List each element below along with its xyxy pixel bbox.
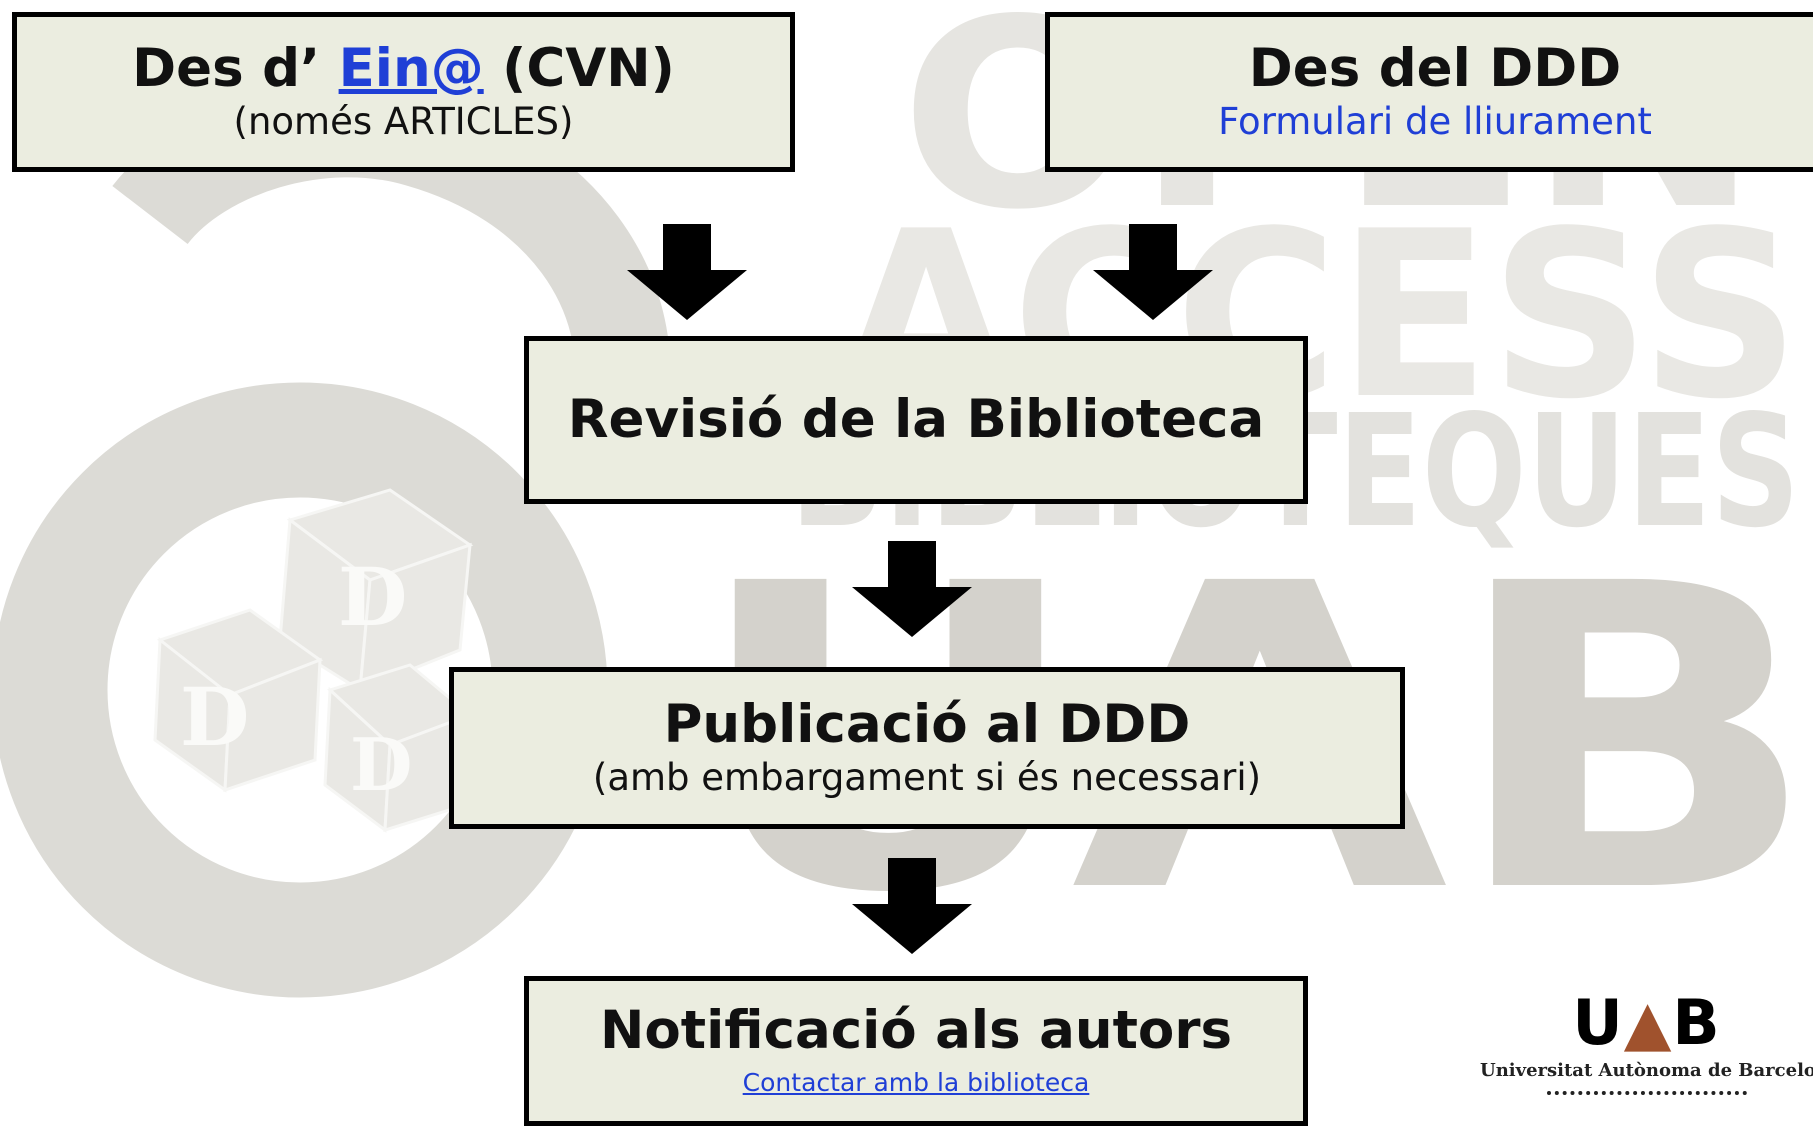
source-eina-suffix: (CVN) xyxy=(483,38,675,100)
arrow-down-icon xyxy=(627,224,747,320)
uab-university-name: Universitat Autònoma de Barcelona xyxy=(1480,1060,1813,1081)
cube-letter-left: D xyxy=(180,670,249,764)
source-eina-box: Des d’ Ein@ (CVN) (només ARTICLES) xyxy=(12,12,795,172)
arrow-down-icon xyxy=(852,858,972,954)
arrow-down-icon xyxy=(852,541,972,637)
uab-wordmark: U▲B xyxy=(1572,986,1721,1059)
library-review-title: Revisió de la Biblioteca xyxy=(567,388,1265,450)
source-eina-prefix: Des d’ xyxy=(132,38,339,100)
ddd-publication-subtitle: (amb embargament si és necessari) xyxy=(592,756,1262,800)
ddd-cubes xyxy=(153,488,474,833)
uab-a-mark-icon: ▲ xyxy=(1623,986,1673,1059)
author-notification-box: Notificació als autors Contactar amb la … xyxy=(524,976,1308,1126)
arrow-down-icon xyxy=(1093,224,1213,320)
cube-letter-right: D xyxy=(350,722,412,807)
contact-library-link[interactable]: Contactar amb la biblioteca xyxy=(742,1067,1090,1097)
source-eina-subtitle: (només ARTICLES) xyxy=(233,100,574,144)
uab-logo: U▲B Universitat Autònoma de Barcelona xyxy=(1480,992,1813,1114)
source-ddd-box: Des del DDD Formulari de lliurament xyxy=(1045,12,1813,172)
ddd-publication-box: Publicació al DDD (amb embargament si és… xyxy=(449,667,1405,829)
cube-letter-top: D xyxy=(338,550,407,644)
uab-logo-underline xyxy=(1546,1091,1747,1105)
library-review-box: Revisió de la Biblioteca xyxy=(524,336,1308,504)
source-eina-title: Des d’ Ein@ (CVN) xyxy=(132,38,675,100)
source-ddd-title: Des del DDD xyxy=(1248,38,1622,100)
author-notification-title: Notificació als autors xyxy=(599,1000,1233,1061)
delivery-form-link[interactable]: Formulari de lliurament xyxy=(1218,100,1652,144)
eina-link[interactable]: Ein@ xyxy=(338,38,484,100)
ddd-publication-title: Publicació al DDD xyxy=(663,694,1191,756)
